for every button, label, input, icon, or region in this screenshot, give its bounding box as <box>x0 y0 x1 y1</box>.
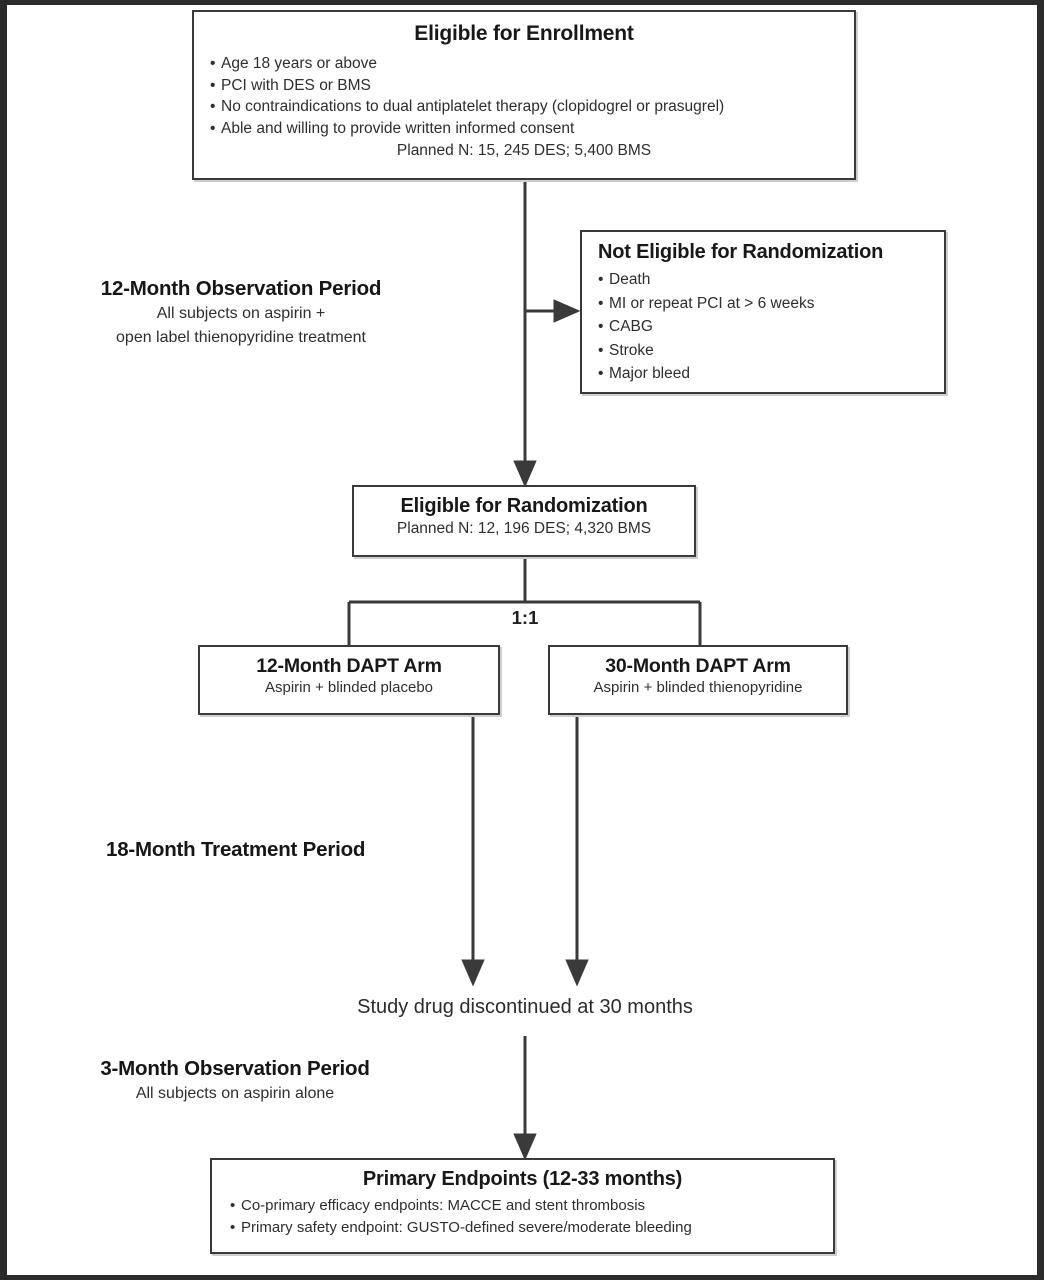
observation-3-line-1: All subjects on aspirin alone <box>135 1085 335 1102</box>
list-item: Stroke <box>598 339 944 363</box>
observation-3-header: 3-Month Observation Period <box>100 1057 370 1080</box>
label-12-month-observation-period: 12-Month Observation Period All subjects… <box>76 276 406 350</box>
list-item: Co-primary efficacy endpoints: MACCE and… <box>230 1195 833 1217</box>
enrollment-criteria-list: Age 18 years or above PCI with DES or BM… <box>210 53 838 139</box>
arm-30-title: 30-Month DAPT Arm <box>605 655 791 677</box>
node-eligible-for-randomization: Eligible for Randomization Planned N: 12… <box>352 485 696 557</box>
not-eligible-title: Not Eligible for Randomization <box>598 241 884 263</box>
enrollment-title: Eligible for Enrollment <box>414 22 634 45</box>
list-item: Death <box>598 268 944 292</box>
label-18-month-treatment-period: 18-Month Treatment Period <box>106 838 365 862</box>
observation-12-line-2: open label thienopyridine treatment <box>116 329 366 346</box>
arm-12-title: 12-Month DAPT Arm <box>256 655 442 677</box>
treatment-18-header: 18-Month Treatment Period <box>106 838 366 861</box>
list-item: Major bleed <box>598 362 944 386</box>
node-eligible-for-enrollment: Eligible for Enrollment Age 18 years or … <box>192 10 856 180</box>
arm-30-subtitle: Aspirin + blinded thienopyridine <box>593 679 803 696</box>
node-primary-endpoints: Primary Endpoints (12-33 months) Co-prim… <box>210 1158 835 1254</box>
list-item: Able and willing to provide written info… <box>210 118 838 140</box>
enrollment-planned-n: Planned N: 15, 245 DES; 5,400 BMS <box>396 142 652 159</box>
observation-12-header: 12-Month Observation Period <box>100 277 382 300</box>
endpoints-list: Co-primary efficacy endpoints: MACCE and… <box>212 1195 833 1239</box>
label-study-drug-discontinued: Study drug discontinued at 30 months <box>357 996 693 1018</box>
list-item: MI or repeat PCI at > 6 weeks <box>598 292 944 316</box>
randomization-title: Eligible for Randomization <box>400 495 648 517</box>
list-item: CABG <box>598 315 944 339</box>
list-item: No contraindications to dual antiplatele… <box>210 96 838 118</box>
observation-12-line-1: All subjects on aspirin + <box>156 305 326 322</box>
not-eligible-reason-list: Death MI or repeat PCI at > 6 weeks CABG… <box>598 268 944 386</box>
randomization-planned-n: Planned N: 12, 196 DES; 4,320 BMS <box>396 520 652 537</box>
list-item: Primary safety endpoint: GUSTO-defined s… <box>230 1217 833 1239</box>
label-randomization-ratio: 1:1 <box>511 607 539 628</box>
node-30-month-dapt-arm: 30-Month DAPT Arm Aspirin + blinded thie… <box>548 645 848 715</box>
arm-12-subtitle: Aspirin + blinded placebo <box>264 679 434 696</box>
list-item: PCI with DES or BMS <box>210 75 838 97</box>
node-12-month-dapt-arm: 12-Month DAPT Arm Aspirin + blinded plac… <box>198 645 500 715</box>
label-3-month-observation-period: 3-Month Observation Period All subjects … <box>78 1056 392 1105</box>
endpoints-title: Primary Endpoints (12-33 months) <box>362 1168 683 1190</box>
node-not-eligible-for-randomization: Not Eligible for Randomization Death MI … <box>580 230 946 394</box>
list-item: Age 18 years or above <box>210 53 838 75</box>
